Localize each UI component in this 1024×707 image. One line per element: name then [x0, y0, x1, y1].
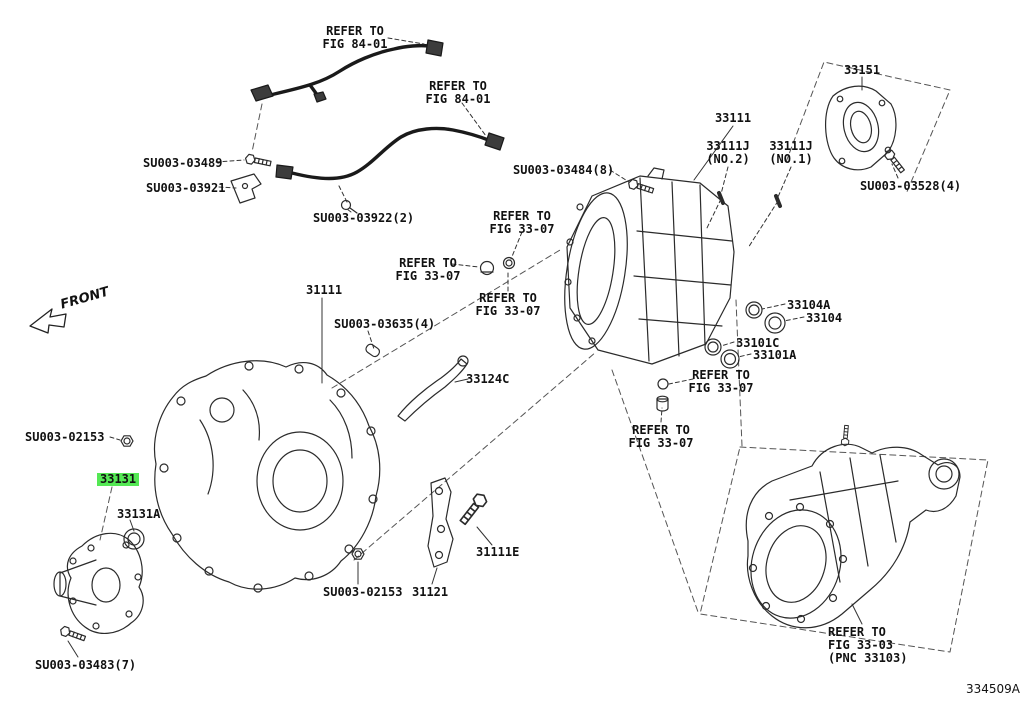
bolt-31111e-icon — [457, 490, 490, 527]
part-33131a[interactable]: 33131A — [117, 507, 161, 521]
plug-su003-03635-icon — [365, 343, 381, 358]
part-su003-02153-upper[interactable]: SU003-02153 — [25, 430, 105, 444]
transmission-case-front-31111 — [153, 360, 381, 593]
oil-seal-33131a-icon — [123, 528, 145, 550]
pin-33111j-no2-icon — [717, 191, 725, 205]
transmission-case-rear-33111 — [564, 167, 735, 365]
lever-33124c — [397, 355, 469, 422]
bolt-su003-03489-icon — [244, 153, 273, 169]
projection-lines — [99, 61, 989, 653]
harness-bracket — [230, 173, 262, 204]
part-31111e[interactable]: 31111E — [476, 545, 520, 559]
extension-housing — [745, 443, 961, 629]
snap-ring-33104a-icon — [745, 301, 763, 319]
diagram-code: 334509A — [966, 682, 1021, 696]
part-su003-03922[interactable]: SU003-03922(2) — [313, 211, 415, 225]
cover-33151 — [824, 85, 897, 171]
ref-fig-33-07-a[interactable]: REFER TO FIG 33-07 — [489, 209, 555, 236]
part-su003-03921[interactable]: SU003-03921 — [146, 181, 226, 195]
part-su003-03635[interactable]: SU003-03635(4) — [334, 317, 436, 331]
wire-harness-upper — [250, 39, 444, 103]
ref-fig-33-07-b[interactable]: REFER TO FIG 33-07 — [395, 256, 461, 283]
leader-lines — [67, 37, 899, 658]
check-ball-icon — [657, 378, 669, 390]
snap-ring-33101c-icon — [704, 338, 722, 356]
ref-fig-33-03[interactable]: REFER TO FIG 33-03 (PNC 33103) — [828, 625, 908, 665]
part-33131[interactable]: 33131 — [97, 473, 140, 486]
plug-lower-icon — [656, 395, 669, 412]
bolt-extension-icon — [840, 424, 851, 447]
small-ring-icon — [502, 256, 516, 270]
part-su003-03489[interactable]: SU003-03489 — [143, 156, 223, 170]
oil-seal-33104-icon — [764, 312, 786, 334]
ref-fig-33-07-e[interactable]: REFER TO FIG 33-07 — [628, 423, 694, 450]
oil-seal-33101a-icon — [720, 349, 740, 369]
part-33111[interactable]: 33111 — [714, 111, 752, 125]
part-33151[interactable]: 33151 — [843, 63, 881, 77]
breather-plug-icon — [479, 260, 495, 276]
ref-fig-33-07-c[interactable]: REFER TO FIG 33-07 — [475, 291, 541, 318]
part-33104a[interactable]: 33104A — [787, 298, 831, 312]
part-su003-03484[interactable]: SU003-03484(8) — [513, 163, 615, 177]
front-arrow-icon — [29, 308, 67, 334]
front-bearing-retainer-33131 — [53, 532, 144, 634]
part-31111[interactable]: 31111 — [306, 283, 343, 297]
ref-fig-84-01-upper[interactable]: REFER TO FIG 84-01 — [322, 24, 388, 51]
bolt-su003-03483-icon — [58, 624, 87, 644]
part-su003-02153-lower[interactable]: SU003-02153 — [323, 585, 403, 599]
ref-fig-33-07-d[interactable]: REFER TO FIG 33-07 — [688, 368, 754, 395]
wire-harness-lower — [275, 126, 505, 181]
part-33111j-no2[interactable]: 33111J (NO.2) — [706, 139, 750, 166]
part-33111j-no1[interactable]: 33111J (NO.1) — [769, 139, 813, 166]
part-su003-03528[interactable]: SU003-03528(4) — [860, 179, 962, 193]
nut-su003-02153-upper-icon — [120, 435, 134, 447]
ref-fig-84-01-lower[interactable]: REFER TO FIG 84-01 — [425, 79, 491, 106]
part-31121[interactable]: 31121 — [412, 585, 449, 599]
bracket-31121 — [427, 477, 454, 568]
part-33124c[interactable]: 33124C — [466, 372, 510, 386]
part-33101c[interactable]: 33101C — [736, 336, 780, 350]
part-33101a[interactable]: 33101A — [753, 348, 797, 362]
part-33104[interactable]: 33104 — [806, 311, 843, 325]
part-su003-03483[interactable]: SU003-03483(7) — [35, 658, 137, 672]
nut-su003-02153-lower-icon — [351, 548, 365, 560]
